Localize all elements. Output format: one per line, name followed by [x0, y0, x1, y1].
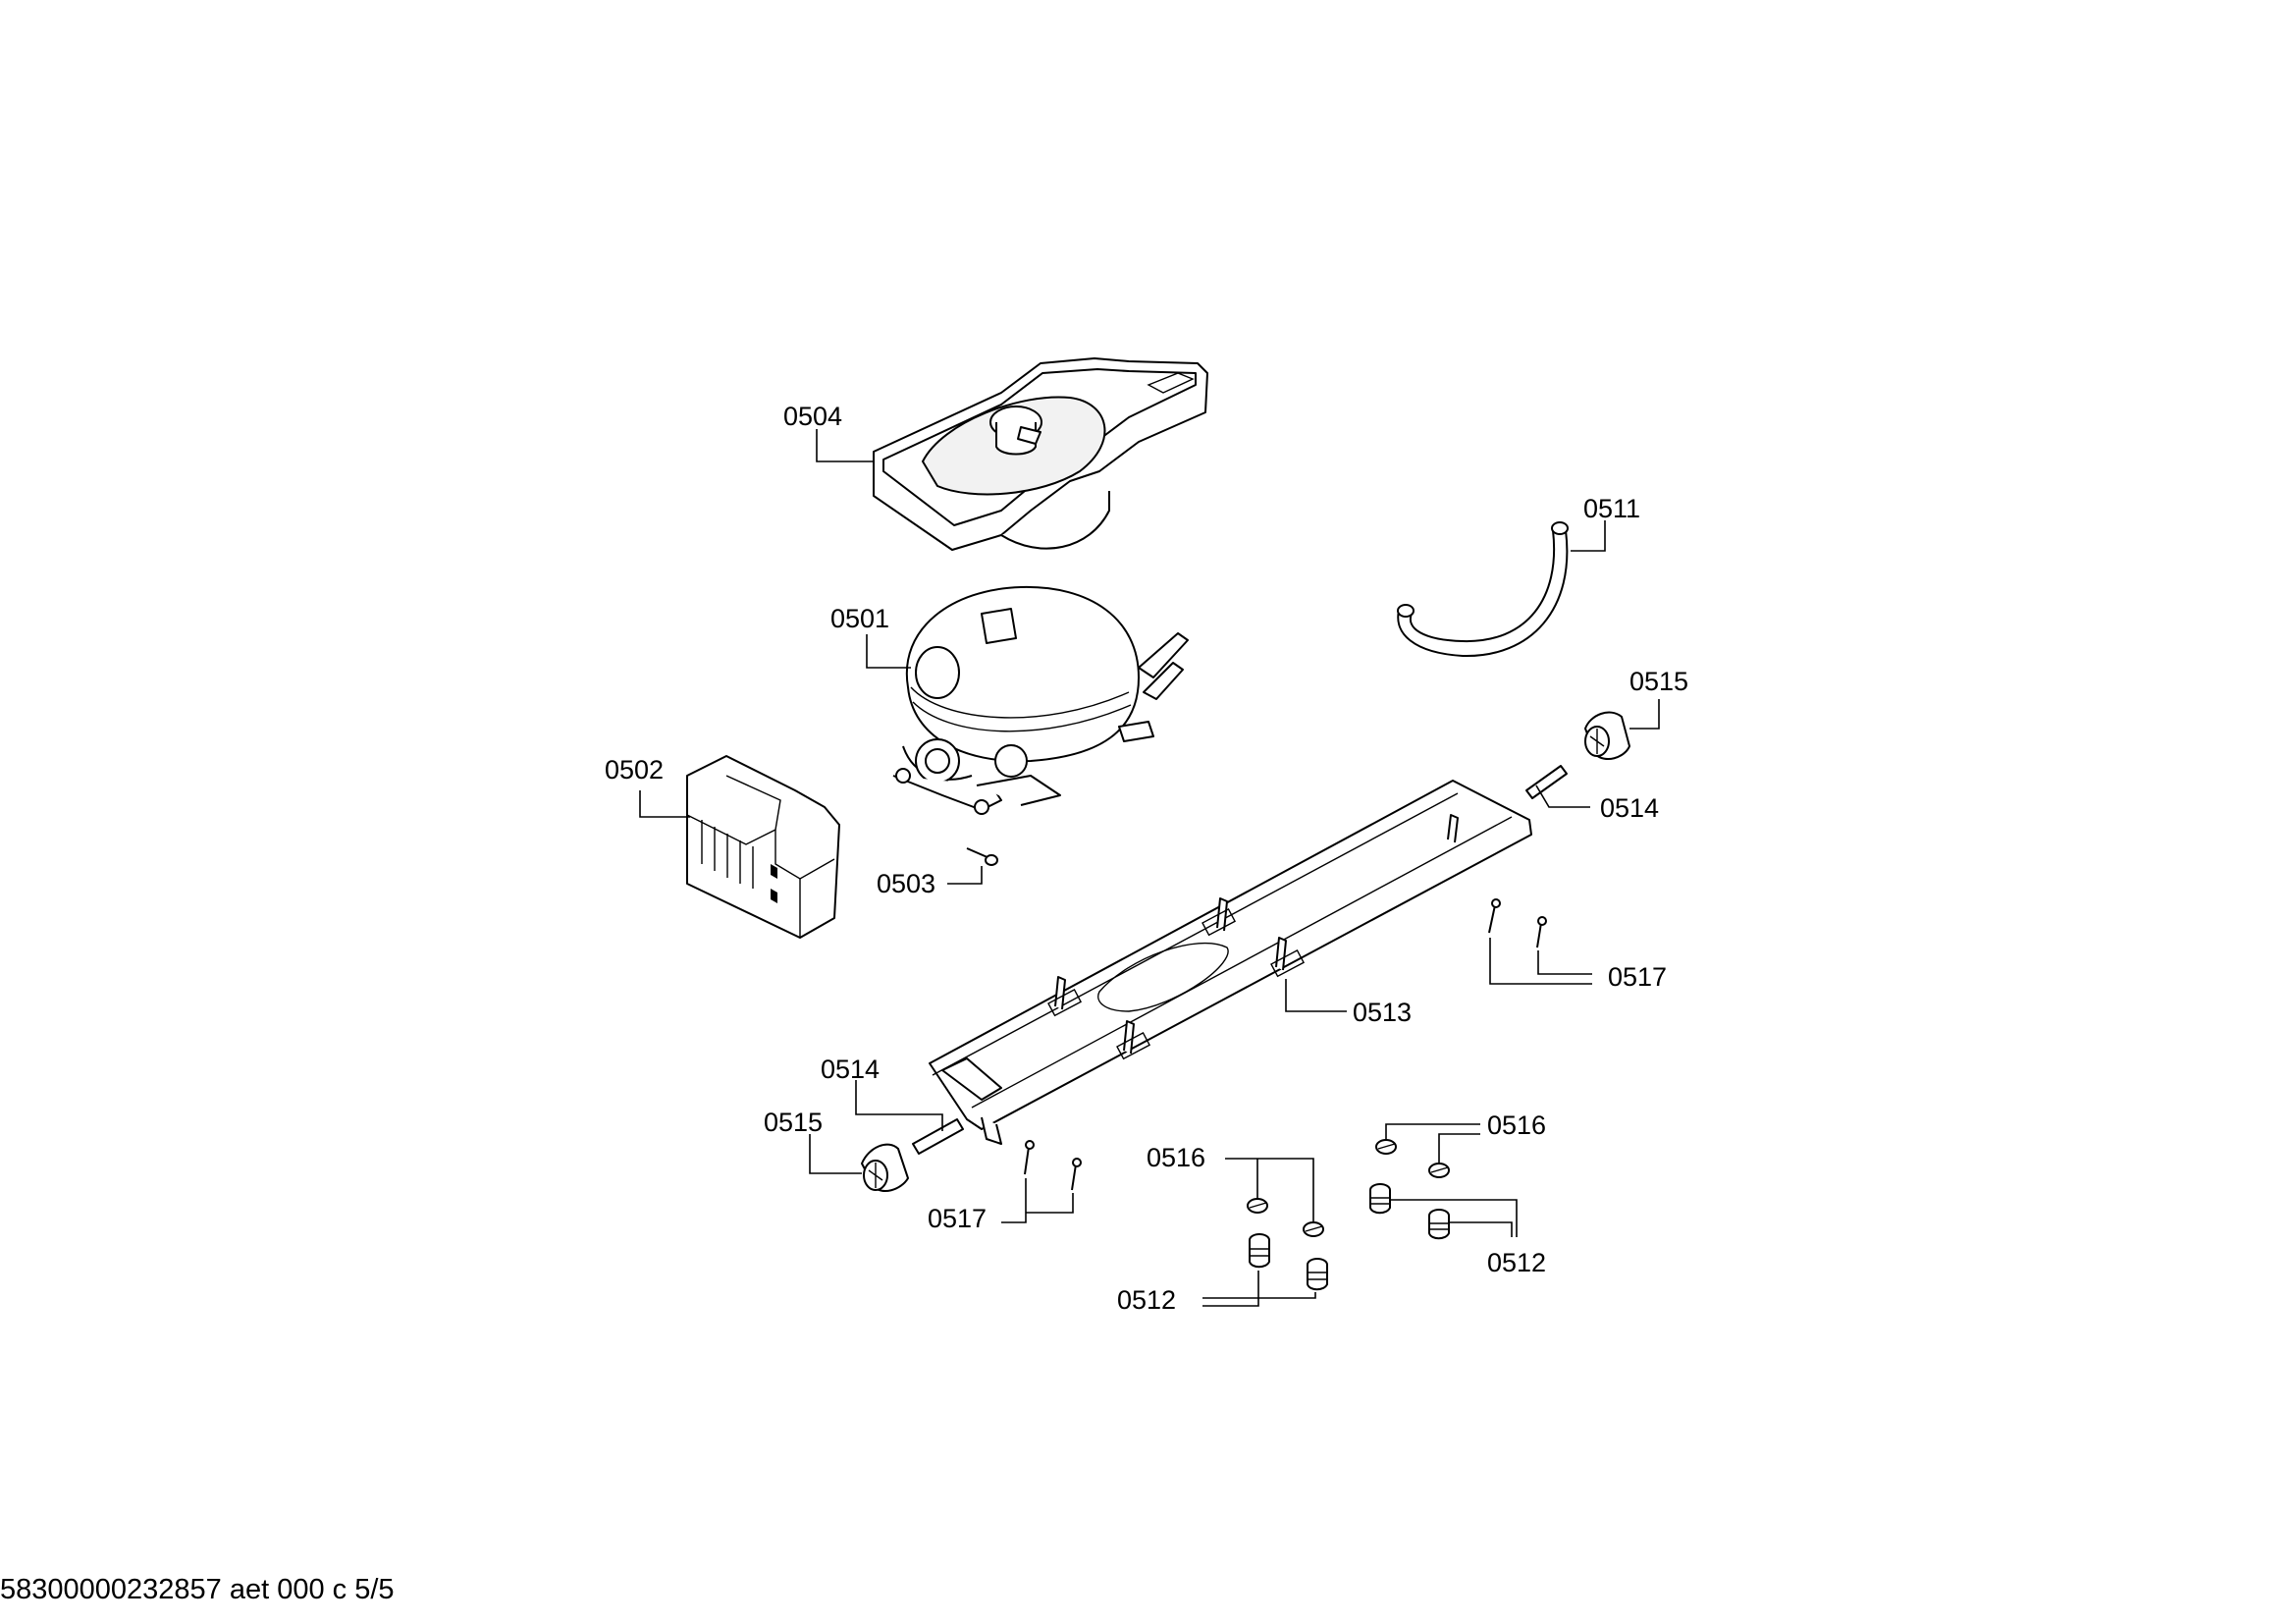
part-0512-grommets-right[interactable]	[1369, 1183, 1450, 1240]
part-0502-relay-box[interactable]	[686, 755, 840, 939]
label-0516a: 0516	[1147, 1143, 1205, 1172]
label-0516b: 0516	[1487, 1110, 1546, 1140]
label-0504: 0504	[783, 402, 842, 431]
label-0517b: 0517	[928, 1204, 987, 1233]
part-0501-compressor[interactable]	[892, 585, 1189, 815]
part-0504-drip-tray[interactable]	[873, 357, 1208, 551]
label-0515a: 0515	[1629, 667, 1688, 696]
part-0516-washers-right[interactable]	[1375, 1139, 1450, 1178]
part-0517-screws-left[interactable]	[1024, 1140, 1082, 1191]
label-0514a: 0514	[1600, 793, 1659, 823]
part-0514-pin-right[interactable]	[1525, 765, 1568, 799]
part-0515-foot-left[interactable]	[861, 1143, 909, 1193]
leader-0502	[639, 790, 690, 818]
leader-0516b	[1385, 1123, 1480, 1163]
label-0517a: 0517	[1608, 962, 1667, 992]
leader-0511	[1571, 520, 1606, 552]
leader-0512b	[1390, 1199, 1518, 1237]
leader-0516a	[1225, 1158, 1314, 1221]
part-0517-screws-right[interactable]	[1488, 898, 1547, 948]
leader-0503	[947, 866, 983, 885]
leader-0504	[816, 429, 874, 462]
label-0502: 0502	[605, 755, 664, 785]
label-0513: 0513	[1353, 998, 1412, 1027]
label-0511: 0511	[1583, 494, 1640, 523]
leader-0515a	[1629, 699, 1660, 730]
label-0512b: 0512	[1487, 1248, 1546, 1277]
label-0512a: 0512	[1117, 1285, 1176, 1315]
leader-0514b	[855, 1080, 943, 1131]
part-0513-base-rail[interactable]	[929, 780, 1532, 1145]
part-0516-washers-left[interactable]	[1247, 1198, 1324, 1237]
label-0515b: 0515	[764, 1108, 823, 1137]
leader-0513	[1285, 979, 1347, 1012]
leader-0501	[866, 634, 911, 669]
label-0501: 0501	[830, 604, 889, 633]
label-0503: 0503	[877, 869, 935, 898]
leader-0517b	[1001, 1178, 1074, 1223]
label-0514b: 0514	[821, 1055, 880, 1084]
part-0512-grommets-left[interactable]	[1249, 1233, 1328, 1291]
leader-0514a	[1535, 785, 1590, 808]
part-0511-hose[interactable]	[1397, 521, 1569, 658]
part-0515-foot-right[interactable]	[1584, 711, 1630, 761]
part-0514-pin-left[interactable]	[912, 1118, 964, 1155]
part-0503-screw[interactable]	[966, 847, 998, 866]
leader-0517a	[1489, 938, 1592, 985]
drawing-number-footer: 58300000232857 aet 000 c 5/5	[0, 1574, 395, 1605]
leader-0512a	[1202, 1271, 1316, 1307]
leader-0515b	[809, 1134, 862, 1174]
